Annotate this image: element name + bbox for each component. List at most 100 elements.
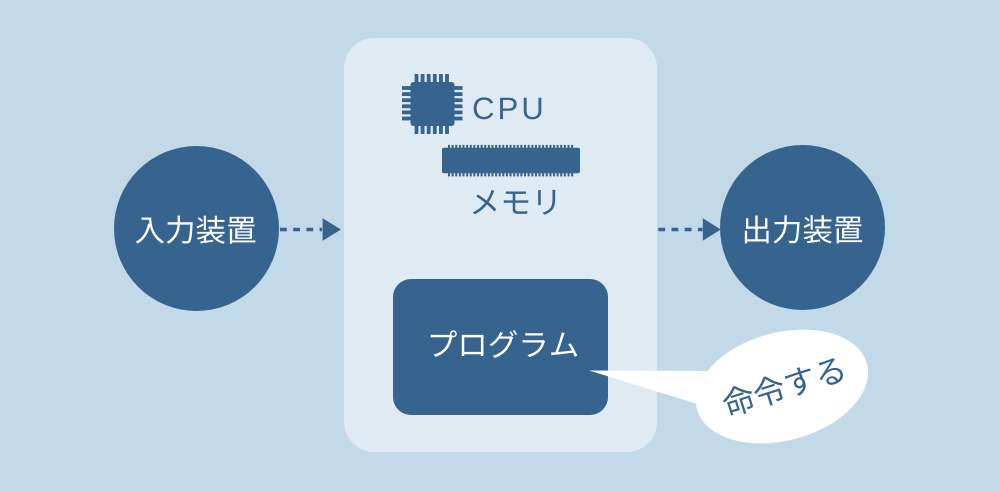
memory-module-pin — [545, 144, 548, 149]
cpu-chip-pin — [432, 125, 437, 134]
memory-module-pin — [571, 144, 574, 149]
memory-module-pin — [567, 172, 570, 177]
memory-module-pin — [513, 172, 516, 177]
cpu-chip-pin — [453, 110, 463, 115]
output-device-circle — [720, 145, 885, 310]
memory-module-pin — [505, 144, 508, 149]
memory-module-pin — [455, 144, 458, 149]
memory-label-glyphs-path — [472, 189, 556, 215]
cpu-chip-pin — [402, 92, 411, 96]
cpu-chip-pin — [453, 98, 463, 103]
memory-module-pin — [556, 144, 559, 149]
cpu-chip-pin — [453, 116, 463, 121]
memory-module-icon — [442, 144, 580, 177]
memory-module-pin — [534, 144, 537, 149]
memory-module-pin — [448, 144, 451, 149]
cpu-chip-pin — [426, 74, 431, 83]
memory-module-pin — [545, 172, 548, 177]
cpu-chip-pin — [420, 125, 425, 134]
memory-module-pin — [473, 144, 476, 149]
cpu-chip-body — [410, 82, 455, 126]
memory-module-pin — [553, 144, 556, 149]
memory-module-pin — [516, 144, 519, 149]
memory-module-pin — [563, 144, 566, 149]
memory-module-pin — [549, 144, 552, 149]
memory-module-pin — [516, 172, 519, 177]
memory-module-pin — [524, 144, 527, 149]
memory-module-pin — [451, 172, 454, 177]
memory-module-pin — [520, 172, 523, 177]
arrow-computer-to-output-arrowhead — [702, 218, 721, 241]
memory-module-pin — [495, 172, 498, 177]
cpu-chip-pin — [402, 110, 411, 115]
cpu-chip-pin — [420, 74, 425, 83]
memory-module-pin — [469, 144, 472, 149]
memory-module-pin — [560, 144, 563, 149]
memory-module-pin — [538, 172, 541, 177]
memory-module-pin — [531, 144, 534, 149]
memory-module-pin — [487, 144, 490, 149]
memory-module-pin — [498, 172, 501, 177]
input-device-circle — [114, 146, 279, 311]
memory-module-pin — [498, 144, 501, 149]
memory-module-pin — [542, 172, 545, 177]
speech-bubble — [589, 329, 869, 444]
memory-module-pin — [563, 172, 566, 177]
input-device-label-glyphs — [135, 215, 256, 244]
memory-module-pin — [451, 144, 454, 149]
output-device-label-glyphs — [744, 215, 863, 244]
program-box — [393, 279, 608, 415]
cpu-chip-pin — [414, 74, 419, 83]
cpu-label-glyphs-path — [473, 97, 542, 120]
memory-label-glyphs — [472, 189, 556, 215]
memory-module-pin — [458, 172, 461, 177]
memory-module-pin — [462, 172, 465, 177]
memory-module-pin — [553, 172, 556, 177]
memory-module-pin — [567, 144, 570, 149]
command-label-glyphs-path — [722, 358, 843, 416]
memory-module-pin — [509, 144, 512, 149]
cpu-chip-pin — [453, 104, 463, 109]
memory-module-pin — [480, 172, 483, 177]
memory-module-pin — [469, 172, 472, 177]
memory-module-body — [442, 147, 580, 174]
memory-module-pin — [491, 172, 494, 177]
cpu-chip-pin — [439, 74, 443, 83]
cpu-chip-pin — [402, 86, 411, 90]
memory-module-pin — [538, 144, 541, 149]
cpu-chip-pin — [402, 104, 411, 109]
memory-module-pin — [534, 172, 537, 177]
program-label-glyphs-path — [430, 330, 578, 358]
cpu-chip-pin — [426, 125, 431, 134]
program-label-glyphs — [430, 330, 578, 358]
memory-module-pin — [542, 144, 545, 149]
memory-module-pin — [509, 172, 512, 177]
memory-module-pin — [560, 172, 563, 177]
memory-module-pin — [448, 172, 451, 177]
memory-module-pin — [524, 172, 527, 177]
cpu-chip-pin — [445, 125, 449, 134]
cpu-chip-pin — [414, 125, 419, 134]
cpu-chip-pin — [439, 125, 443, 134]
memory-module-pin — [455, 172, 458, 177]
memory-module-pin — [502, 172, 505, 177]
memory-module-pin — [466, 172, 469, 177]
memory-module-pin — [466, 144, 469, 149]
memory-module-pin — [487, 172, 490, 177]
input-device-label-glyphs-path — [135, 215, 256, 244]
cpu-chip-pin — [445, 74, 449, 83]
arrow-input-to-computer — [280, 218, 341, 241]
memory-module-pin — [520, 144, 523, 149]
memory-module-pin — [484, 172, 487, 177]
memory-module-pin — [491, 144, 494, 149]
memory-module-pin — [531, 172, 534, 177]
arrow-computer-to-output — [658, 218, 721, 241]
cpu-label-glyphs — [473, 97, 542, 120]
memory-module-pin — [527, 172, 530, 177]
speech-bubble-body — [695, 329, 869, 444]
memory-module-pin — [477, 172, 480, 177]
memory-module-pin — [458, 144, 461, 149]
memory-module-pin — [477, 144, 480, 149]
